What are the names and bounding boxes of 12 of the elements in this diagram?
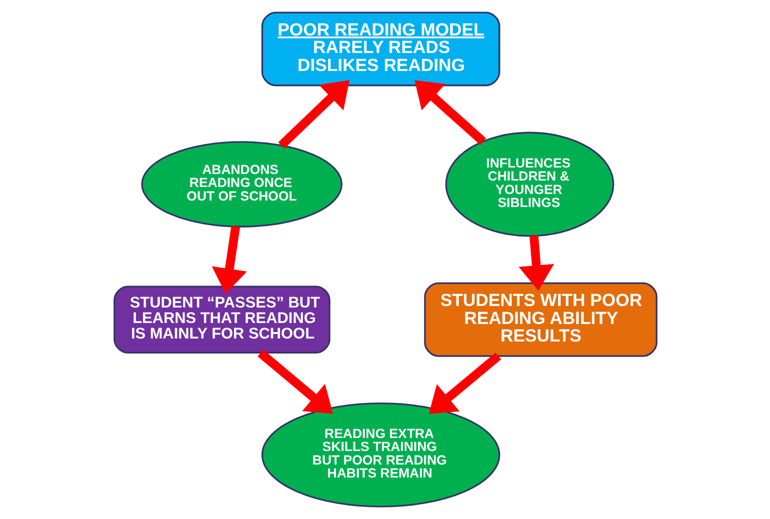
arrow xyxy=(428,352,501,414)
node-box: STUDENT “PASSES” BUT LEARNS THAT READING IS MAINLY FOR SCHOOL xyxy=(113,286,330,354)
node-box: STUDENTS WITH POOR READING ABILITY RESULTS xyxy=(424,282,657,357)
node-ellipse: INFLUENCES CHILDREN & YOUNGER SIBLINGS xyxy=(444,132,614,237)
node-ellipse: ABANDONS READING ONCE OUT OF SCHOOL xyxy=(140,141,342,228)
arrow xyxy=(414,80,486,145)
arrow xyxy=(518,235,554,291)
arrow xyxy=(211,226,246,294)
node-box: POOR READING MODEL RARELY READS DISLIKES READING xyxy=(260,12,500,86)
arrow xyxy=(278,80,349,149)
node-ellipse: READING EXTRA SKILLS TRAINING BUT POOR READING HABITS REMAIN xyxy=(260,402,500,508)
arrow xyxy=(257,350,333,414)
